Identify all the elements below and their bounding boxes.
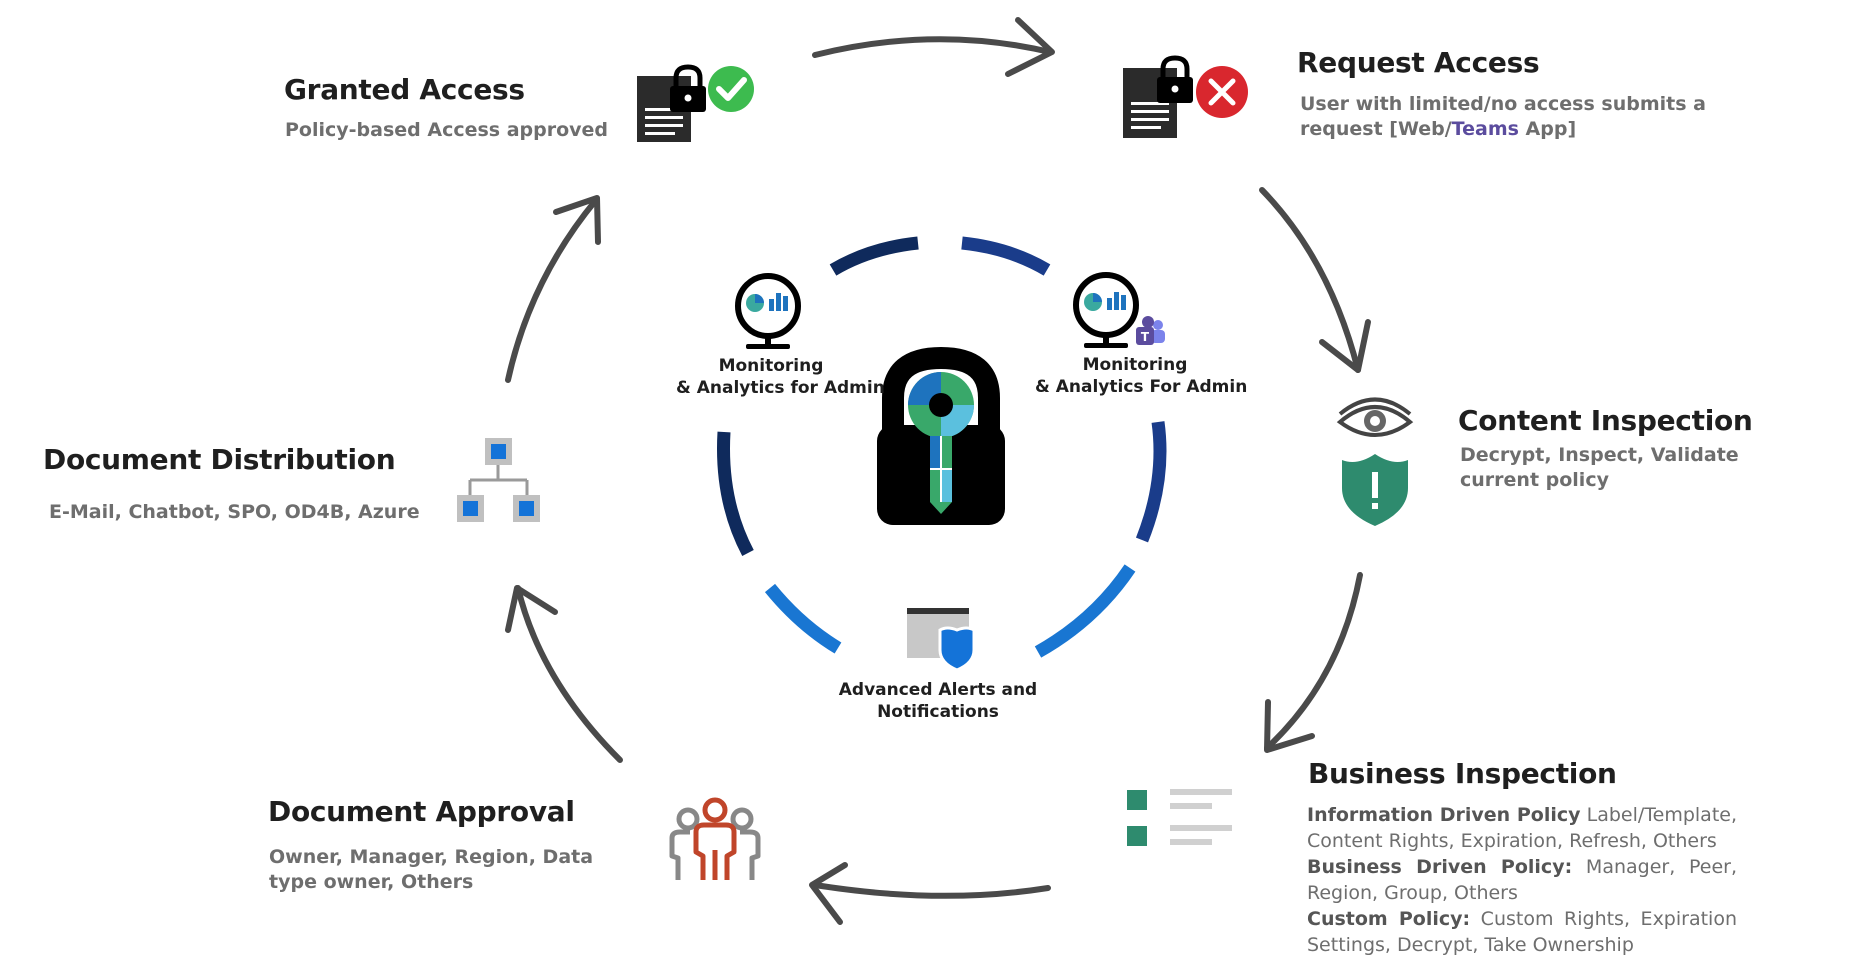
ring-arc-bottom-right [1034,564,1136,658]
svg-text:T: T [1141,330,1150,344]
granted-access-title: Granted Access [284,73,525,106]
document-lock-check-icon [637,64,754,142]
ring-arc-top-left [829,236,919,276]
ring-arc-top-right [961,236,1051,276]
ring-arc-bottom-left [764,583,842,654]
arrow-bottom [812,882,1051,899]
people-group-icon [669,797,761,880]
content-inspection-desc: Decrypt, Inspect, Validate current polic… [1460,444,1739,491]
custom-policy-label: Custom Policy: [1307,908,1471,930]
monitor-teams-analytics-icon: T [1073,272,1165,348]
arrow-top-head [1005,17,1055,77]
arrow-top [812,36,1053,58]
arrow-right-upper-head [1319,319,1371,373]
padlock-puzzle-key-icon [877,346,1005,525]
monitoring-left-line2: & Analytics for Admin [676,378,885,398]
monitoring-left-label: Monitoring & Analytics for Admin [676,355,885,399]
document-distribution-desc: E-Mail, Chatbot, SPO, OD4B, Azure [49,501,420,523]
business-inspection-title: Business Inspection [1308,757,1617,790]
request-access-desc-suffix: App] [1518,118,1577,140]
monitoring-right-label: Monitoring & Analytics For Admin [1035,354,1248,398]
business-driven-policy-text: Manager, Peer, Region, Group, Others [1307,856,1737,904]
request-access-desc-prefix: User with limited/no access submits a re… [1300,93,1706,140]
alerts-label: Advanced Alerts and Notifications [838,679,1038,723]
arrow-left-upper [505,197,599,383]
arrow-left-lower [515,585,623,763]
content-inspection-title: Content Inspection [1458,404,1753,437]
document-approval-desc: Owner, Manager, Region, Data type owner,… [269,846,594,893]
checklist-icon [1127,789,1232,846]
arrow-bottom-head [809,862,848,925]
shield-window-icon [907,608,976,672]
inner-ring [717,236,1167,658]
document-distribution-title: Document Distribution [43,443,396,476]
eye-shield-icon [1336,397,1414,526]
request-access-desc-teams: Teams [1451,118,1519,140]
arrow-right-lower-head [1264,699,1315,753]
monitor-analytics-icon-left [735,273,801,349]
ring-arc-left [717,431,754,557]
network-hierarchy-icon [457,438,540,522]
alerts-line2: Notifications [877,702,999,722]
cycle-arrows [505,17,1371,925]
monitoring-right-line2: & Analytics For Admin [1035,377,1248,397]
ring-arc-right [1135,421,1167,543]
information-driven-policy-label: Information Driven Policy [1307,804,1581,826]
request-access-title: Request Access [1297,46,1540,79]
monitoring-right-line1: Monitoring [1082,355,1188,375]
document-lock-denied-icon [1123,55,1248,138]
request-access-desc: User with limited/no access submits a re… [1300,92,1720,142]
arrow-left-lower-head [505,585,558,633]
arrow-right-upper [1259,187,1361,373]
monitoring-left-line1: Monitoring [718,356,824,376]
information-driven-policy-text: Label/Template, Content Rights, Expirati… [1307,804,1737,852]
business-driven-policy-label: Business Driven Policy: [1307,856,1573,878]
granted-access-desc: Policy-based Access approved [285,119,609,141]
arrow-left-upper-head [553,195,601,245]
arrow-right-lower [1264,572,1363,751]
document-approval-title: Document Approval [268,795,575,828]
business-inspection-desc: Information Driven Policy Label/Template… [1307,802,1737,958]
alerts-line1: Advanced Alerts and [838,680,1038,700]
